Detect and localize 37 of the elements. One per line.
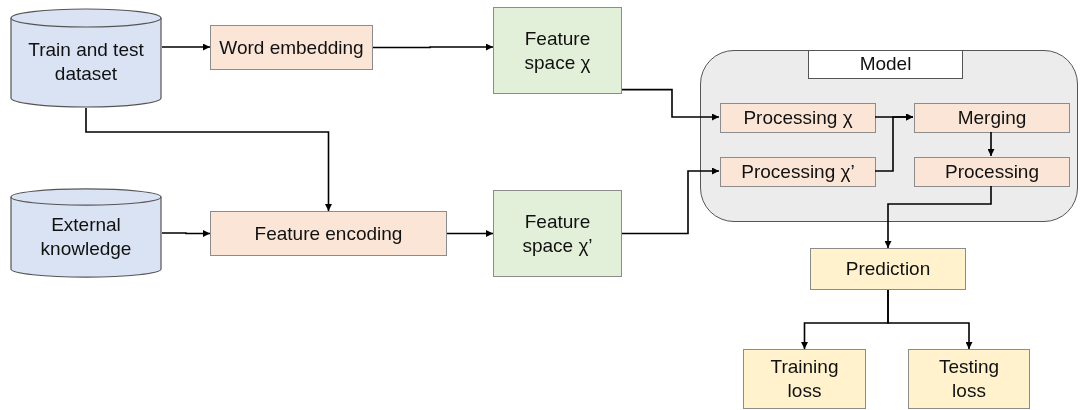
output-box (908, 349, 1030, 409)
arrow (446, 230, 494, 237)
process-box (914, 103, 1070, 133)
process-box (210, 25, 373, 70)
node-label: Feature encoding (254, 221, 403, 246)
node-label: Processing χ’ (741, 160, 855, 184)
model-container (700, 50, 1078, 222)
output-box (810, 248, 966, 290)
arrow (161, 43, 211, 51)
node-label: Testing loss (937, 355, 1001, 403)
node-label: Merging (957, 106, 1027, 130)
arrow (874, 113, 914, 172)
node-label: Processing χ (743, 106, 853, 130)
node-label: Processing (945, 160, 1039, 184)
process-box (720, 157, 876, 187)
model-title: Model (808, 50, 963, 79)
node-label: Train and test dataset (27, 38, 145, 86)
node-label: Prediction (845, 257, 931, 281)
process-box (914, 157, 1070, 187)
arrow (887, 289, 973, 350)
node-label: External knowledge (39, 213, 133, 261)
process-box (210, 211, 447, 256)
arrow (372, 43, 494, 51)
arrow (884, 185, 992, 249)
arrow (621, 167, 720, 235)
arrow (987, 131, 995, 157)
node-label: Word embedding (219, 35, 364, 60)
feature-space-box (493, 7, 622, 94)
arrow (621, 88, 720, 121)
arrow (85, 107, 332, 212)
output-box (743, 349, 866, 409)
node-label: Feature space χ (523, 26, 592, 75)
process-box (720, 103, 876, 133)
node-label: Feature space χ’ (521, 209, 594, 258)
arrow (161, 230, 211, 237)
feature-space-box (493, 190, 622, 277)
node-label: Training loss (769, 355, 840, 403)
